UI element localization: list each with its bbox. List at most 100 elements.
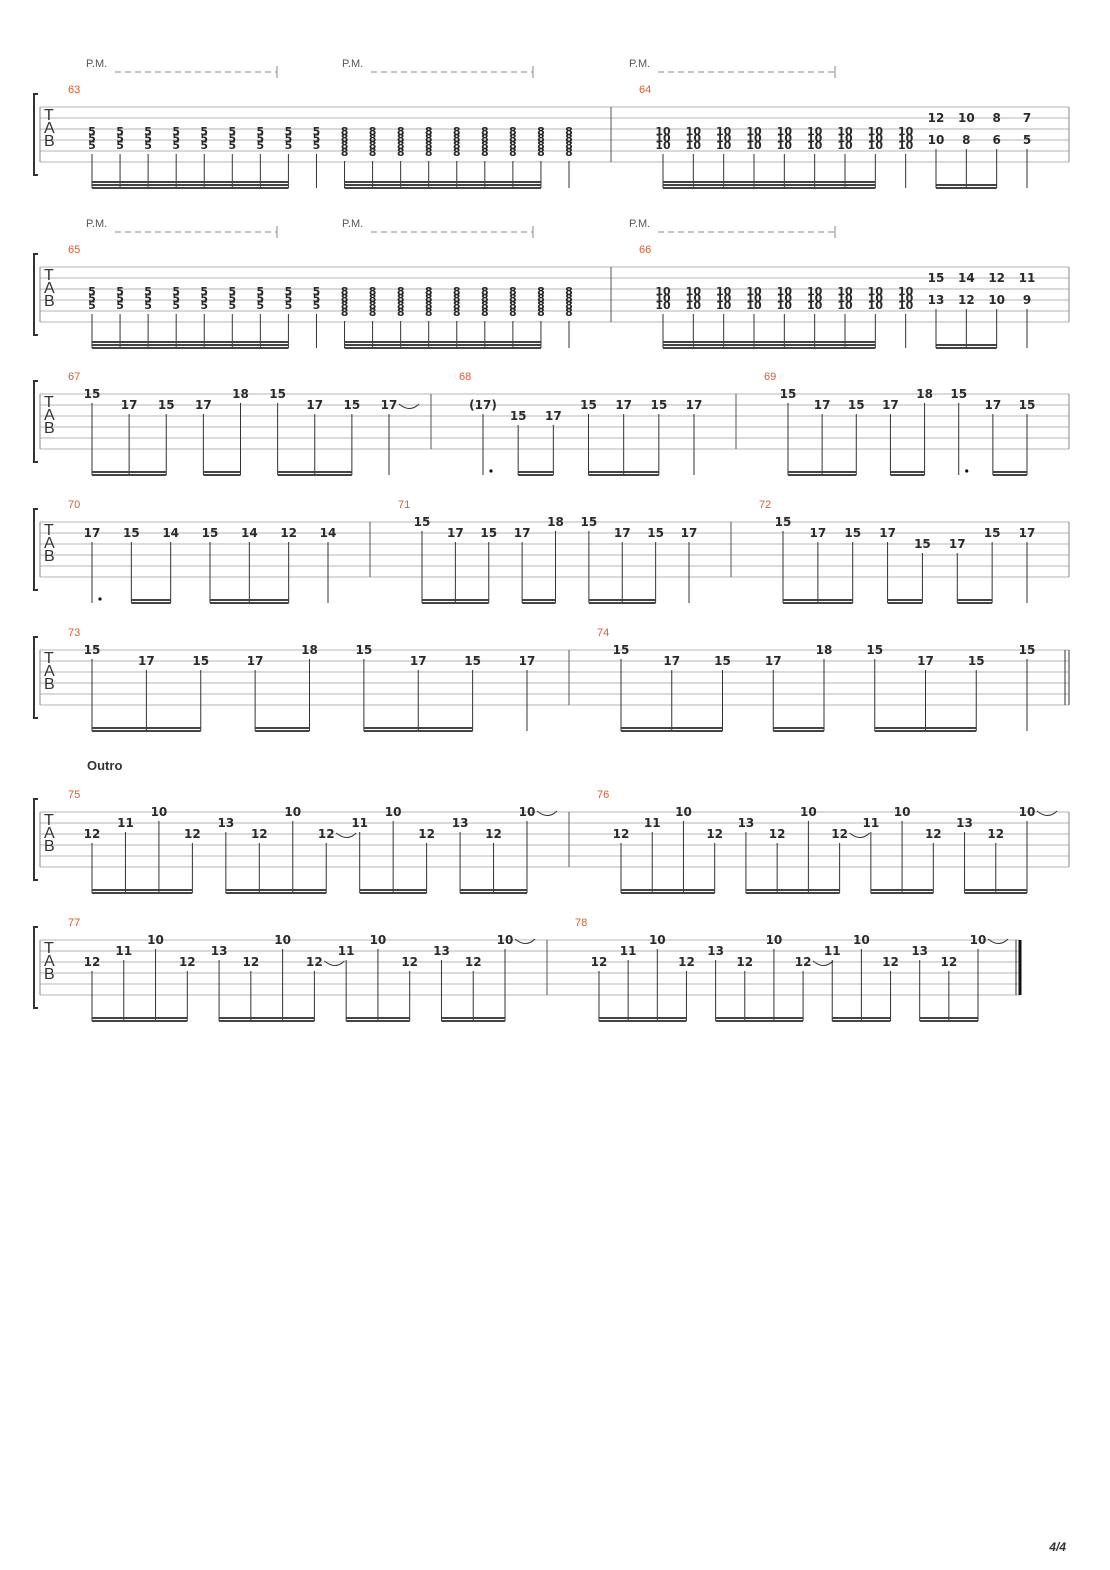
palm-mute-label: P.M.: [342, 218, 363, 230]
fret-number: 15: [928, 271, 945, 285]
fret-number: 17: [882, 398, 899, 412]
tab-clef-letter: A: [44, 407, 55, 424]
fret-number: 8: [369, 292, 377, 305]
fret-number: 5: [88, 285, 96, 298]
fret-number: 15: [848, 398, 865, 412]
fret-number: 12: [418, 827, 435, 841]
fret-number: 15: [844, 526, 861, 540]
fret-number: 17: [810, 526, 827, 540]
fret-number: 10: [686, 292, 702, 305]
fret-number: 10: [898, 299, 914, 312]
fret-number: 10: [385, 805, 402, 819]
fret-number: 5: [313, 292, 321, 305]
fret-number: 8: [341, 285, 349, 298]
fret-number: 5: [228, 292, 236, 305]
fret-number: 8: [425, 306, 433, 319]
tab-clef-letter: A: [44, 825, 55, 842]
fret-number: 8: [537, 299, 545, 312]
measure-number: 64: [639, 84, 651, 96]
fret-number: 5: [313, 125, 321, 138]
fret-number: 11: [351, 816, 368, 830]
fret-number: 5: [257, 125, 265, 138]
fret-number: 13: [911, 944, 928, 958]
tie-arc: [514, 938, 536, 944]
fret-number: 11: [644, 816, 661, 830]
fret-number: 15: [84, 643, 101, 657]
measure-number: 71: [398, 499, 410, 511]
fret-number: 10: [807, 285, 823, 298]
fret-number: 10: [746, 132, 762, 145]
fret-number: 5: [116, 132, 124, 145]
fret-number: 18: [547, 515, 564, 529]
palm-mute-label: P.M.: [86, 218, 107, 230]
fret-number: 5: [116, 139, 124, 152]
measure-number: 78: [575, 917, 587, 929]
fret-number: 15: [968, 654, 985, 668]
measure-number: 70: [68, 499, 80, 511]
fret-number: 10: [777, 139, 793, 152]
fret-number: 12: [706, 827, 723, 841]
system-bracket: [33, 636, 38, 719]
fret-number: 15: [192, 654, 209, 668]
fret-number: 8: [565, 306, 573, 319]
fret-number: 5: [88, 139, 96, 152]
fret-number: 8: [992, 111, 1000, 125]
system-bracket: [33, 926, 38, 1009]
fret-number: 15: [950, 387, 967, 401]
fret-number: 10: [686, 139, 702, 152]
fret-number: 8: [481, 146, 489, 159]
fret-number: 10: [837, 285, 853, 298]
tab-clef-letter: B: [44, 548, 55, 565]
fret-number: 17: [917, 654, 934, 668]
fret-number: 10: [837, 139, 853, 152]
fret-number: 8: [453, 146, 461, 159]
fret-number: 8: [481, 125, 489, 138]
fret-number: 11: [824, 944, 841, 958]
fret-number: 8: [537, 132, 545, 145]
fret-number: 17: [447, 526, 464, 540]
tab-clef-letter: T: [44, 812, 54, 829]
fret-number: 17: [138, 654, 155, 668]
fret-number: 10: [746, 125, 762, 138]
fret-number: 5: [88, 132, 96, 145]
fret-number: 5: [313, 299, 321, 312]
tab-system: TAB7512111012131210121110121312107612111…: [33, 789, 1070, 894]
fret-number: 8: [397, 299, 405, 312]
measure-number: 75: [68, 789, 80, 801]
fret-number: 10: [655, 285, 671, 298]
fret-number: 12: [465, 955, 482, 969]
fret-number: 10: [519, 805, 536, 819]
fret-number: 12: [591, 955, 608, 969]
fret-number: 17: [84, 526, 101, 540]
fret-number: 8: [453, 285, 461, 298]
fret-number: 13: [211, 944, 228, 958]
fret-number: 8: [453, 125, 461, 138]
fret-number: 10: [686, 125, 702, 138]
fret-number: 15: [775, 515, 792, 529]
fret-number: 8: [509, 285, 517, 298]
fret-number: 10: [807, 299, 823, 312]
fret-number: 10: [898, 285, 914, 298]
tab-clef-letter: T: [44, 267, 54, 284]
tab-clef-letter: B: [44, 676, 55, 693]
fret-number: 15: [158, 398, 175, 412]
fret-number: 8: [565, 285, 573, 298]
fret-number: 12: [678, 955, 695, 969]
fret-number: 8: [453, 306, 461, 319]
tab-clef-letter: A: [44, 953, 55, 970]
fret-number: 8: [537, 139, 545, 152]
tab-system: TAB7712111012131210121110121312107812111…: [33, 917, 1022, 1022]
fret-number: 6: [992, 133, 1000, 147]
fret-number: 10: [777, 125, 793, 138]
system-bracket: [33, 253, 38, 336]
fret-number: 17: [686, 398, 703, 412]
fret-number: 5: [200, 292, 208, 305]
tie-arc: [536, 810, 558, 816]
tab-clef-letter: B: [44, 293, 55, 310]
fret-number: 10: [716, 139, 732, 152]
fret-number: 15: [780, 387, 797, 401]
fret-number: 5: [200, 299, 208, 312]
fret-number: 15: [914, 537, 931, 551]
fret-number: 5: [228, 285, 236, 298]
